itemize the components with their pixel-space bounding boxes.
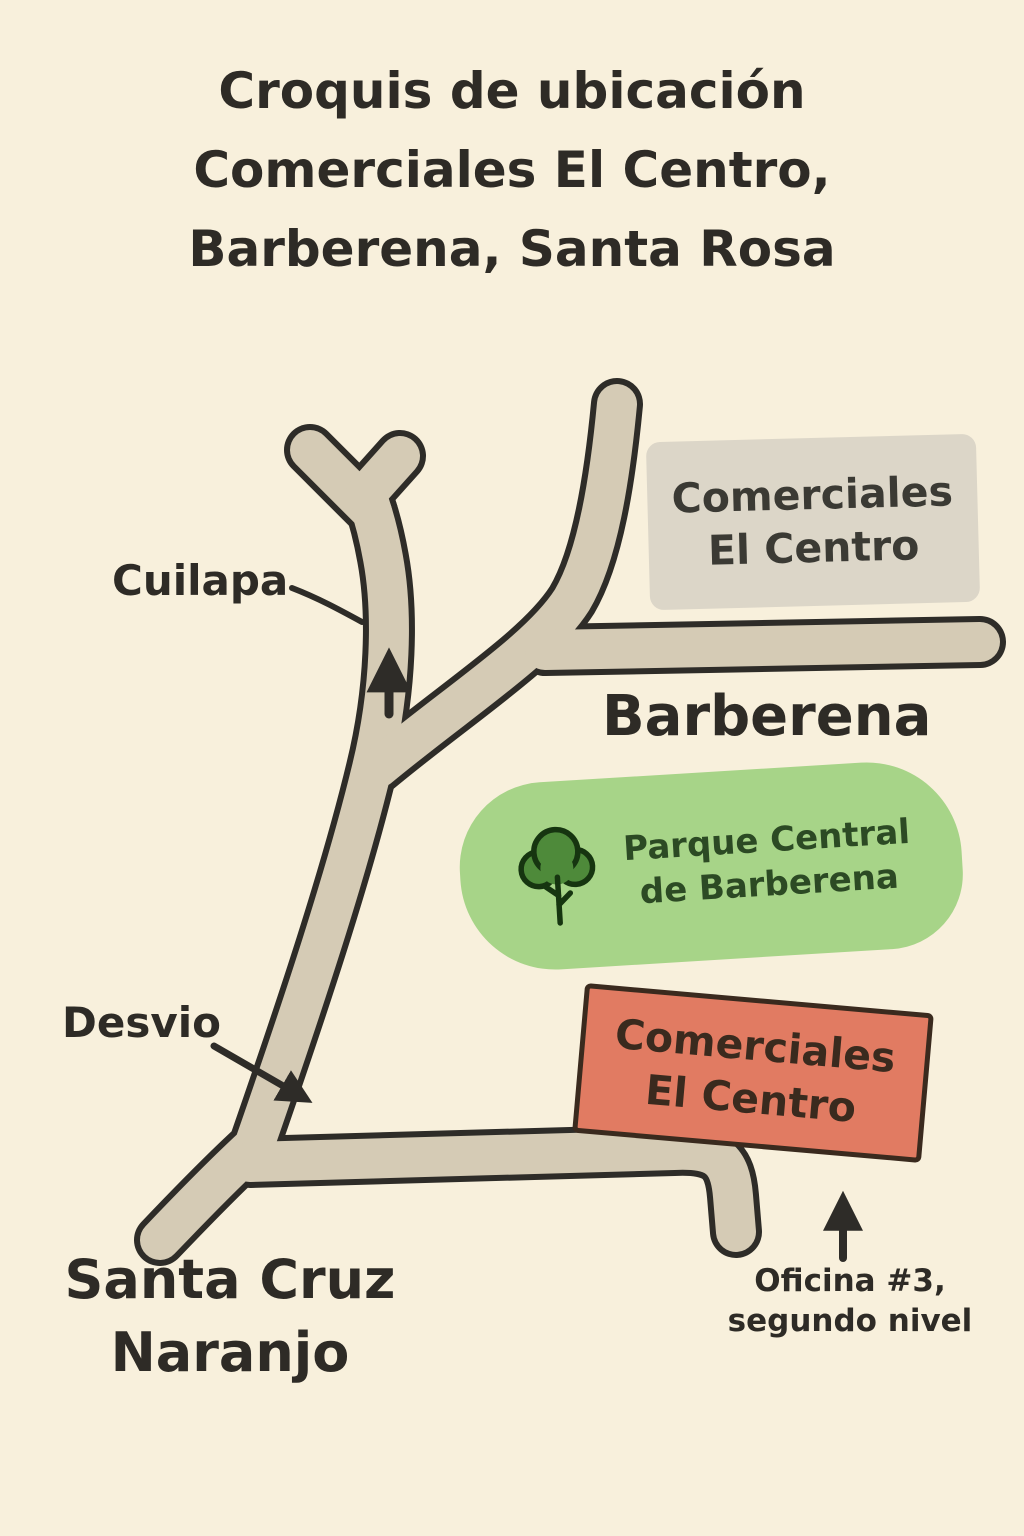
page-title: Croquis de ubicación Comerciales El Cent… — [188, 62, 836, 278]
sign-dest-text: Comerciales El Centro — [613, 1009, 898, 1133]
sign-comerciales-el-centro-top: Comerciales El Centro — [645, 433, 981, 611]
road-bottom — [230, 1129, 756, 1252]
road-branch-northeast — [358, 384, 637, 788]
sign-top-text: Comerciales El Centro — [671, 467, 954, 575]
tree-icon — [517, 826, 595, 926]
road-main — [140, 474, 409, 1260]
desvio-arrow-icon — [210, 1042, 313, 1103]
label-santa-cruz-naranjo: Santa Cruz Naranjo — [64, 1248, 396, 1384]
road-fork-right — [346, 436, 420, 514]
label-barberena: Barberena — [602, 684, 932, 749]
label-cuilapa: Cuilapa — [112, 556, 289, 605]
annotation-arrows — [210, 585, 863, 1262]
cuilapa-pointer-line — [289, 585, 365, 625]
label-desvio: Desvio — [62, 998, 221, 1047]
road-top-east — [525, 622, 1000, 670]
sign-comerciales-el-centro-destination: Comerciales El Centro — [572, 983, 934, 1163]
label-oficina: Oficina #3, segundo nivel — [727, 1263, 973, 1339]
road-fills — [140, 384, 1000, 1260]
park-label: Parque Central de Barberena — [622, 811, 911, 913]
parque-central-area: Parque Central de Barberena — [454, 756, 968, 976]
